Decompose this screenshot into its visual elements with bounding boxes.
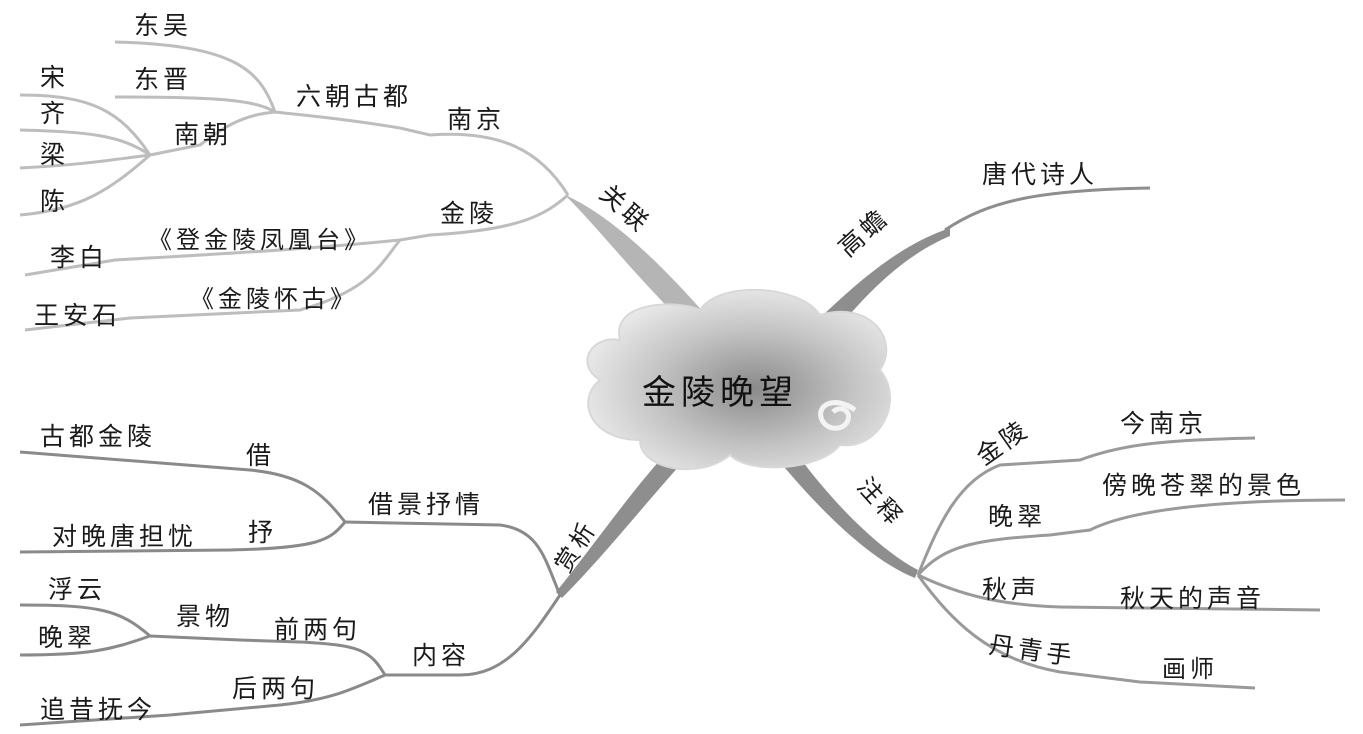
label-qi: 齐 xyxy=(40,99,69,128)
label-dongjin: 东晋 xyxy=(134,65,192,94)
label-k2: 晚翠 xyxy=(988,502,1046,531)
label-danyou: 对晚唐担忧 xyxy=(52,522,197,551)
label-fuyun: 浮云 xyxy=(48,575,106,604)
label-liang: 梁 xyxy=(40,140,69,169)
label-v1: 今南京 xyxy=(1120,409,1207,438)
branch-zhushi: 注释 xyxy=(852,472,910,532)
label-liuchao: 六朝古都 xyxy=(296,82,412,111)
label-author2: 王安石 xyxy=(34,301,121,330)
label-wancui-shangxi: 晚翠 xyxy=(38,623,96,652)
label-jie: 借 xyxy=(246,441,275,470)
label-song: 宋 xyxy=(40,63,69,92)
label-poem2: 《金陵怀古》 xyxy=(190,285,358,313)
label-poem1: 《登金陵凤凰台》 xyxy=(148,226,372,254)
label-shu: 抒 xyxy=(248,518,277,547)
label-nanchao: 南朝 xyxy=(174,120,232,149)
label-zhuixi: 追昔抚今 xyxy=(40,695,156,724)
gaochan-lines xyxy=(945,188,1150,230)
branch-gaochan: 高蟾 xyxy=(833,202,896,262)
label-chen: 陈 xyxy=(40,187,69,216)
label-k4: 丹青手 xyxy=(987,630,1077,671)
label-jiejing: 借景抒情 xyxy=(368,490,484,519)
center-topic: 金陵晚望 xyxy=(642,373,798,413)
label-gudu: 古都金陵 xyxy=(40,422,156,451)
label-jingwu: 景物 xyxy=(176,602,234,631)
label-neirong: 内容 xyxy=(412,641,470,670)
label-v2: 傍晚苍翠的景色 xyxy=(1102,471,1305,500)
label-houliang: 后两句 xyxy=(232,674,319,703)
label-nanjing: 南京 xyxy=(447,105,505,134)
label-v3: 秋天的声音 xyxy=(1120,584,1265,613)
label-k3: 秋声 xyxy=(982,575,1040,604)
label-jinling-guanlian: 金陵 xyxy=(440,199,498,228)
label-v4: 画师 xyxy=(1162,655,1218,683)
label-qianliang: 前两句 xyxy=(274,615,361,644)
label-dongwu: 东吴 xyxy=(134,11,192,40)
label-author1: 李白 xyxy=(50,243,108,272)
label-tangdai: 唐代诗人 xyxy=(982,160,1098,189)
